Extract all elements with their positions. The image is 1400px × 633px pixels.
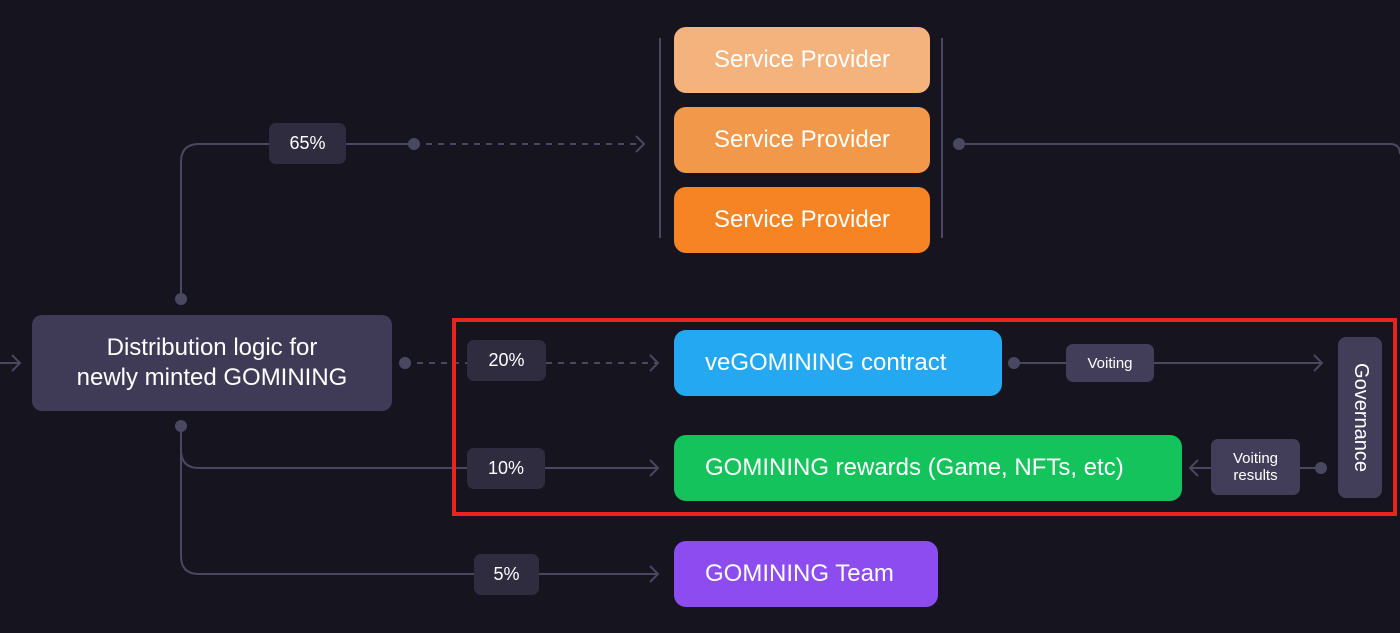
share-label-vegomining: 20% xyxy=(467,340,546,381)
share-label-rewards: 10% xyxy=(467,448,545,489)
voting-label: Voiting xyxy=(1066,344,1154,382)
voting-results-label: Voiting results xyxy=(1211,439,1300,495)
connector-rewards xyxy=(180,426,467,469)
share-label-providers: 65% xyxy=(269,123,346,164)
distribution-logic-line2: newly minted GOMINING xyxy=(76,364,348,391)
highlight-box xyxy=(452,318,1397,516)
service-provider-node-1: Service Provider xyxy=(674,27,930,93)
gomining-rewards-node: GOMINING rewards (Game, NFTs, etc) xyxy=(674,435,1182,501)
share-label-team: 5% xyxy=(474,554,539,595)
connector-providers-out xyxy=(959,143,1400,155)
distribution-logic-line1: Distribution logic for xyxy=(106,334,318,361)
connector-providers xyxy=(180,143,269,299)
connector-team xyxy=(180,450,474,575)
service-provider-node-3: Service Provider xyxy=(674,187,930,253)
voting-results-line1: Voiting xyxy=(1232,450,1279,467)
incoming-arrow xyxy=(0,354,22,372)
voting-results-line2: results xyxy=(1233,467,1278,484)
governance-node: Governance xyxy=(1338,337,1382,498)
vegomining-contract-node: veGOMINING contract xyxy=(674,330,1002,396)
gomining-team-node: GOMINING Team xyxy=(674,541,938,607)
service-provider-node-2: Service Provider xyxy=(674,107,930,173)
distribution-logic-node: Distribution logic for newly minted GOMI… xyxy=(32,315,392,411)
